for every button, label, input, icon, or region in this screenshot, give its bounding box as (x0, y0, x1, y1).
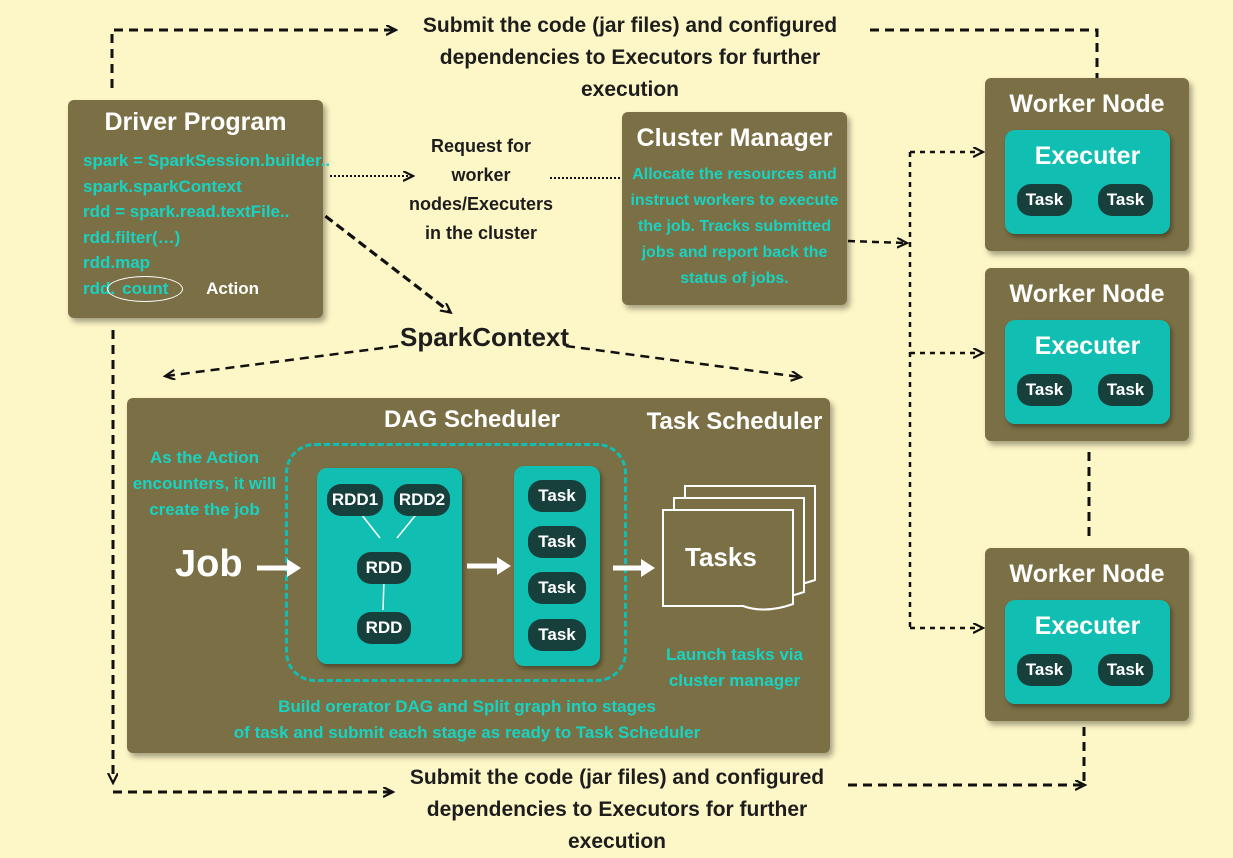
bottom-caption-line2: dependencies to Executors for further ex… (426, 798, 808, 853)
launch-note-line: Launch tasks via (665, 645, 803, 664)
top-caption: Submit the code (jar files) and configur… (395, 10, 865, 106)
code-line: rdd = spark.read.textFile.. (83, 202, 290, 221)
executor-panel: Executer Task Task (1005, 600, 1170, 704)
request-line2: nodes/Executers (408, 194, 554, 214)
rdd-node: RDD (357, 612, 411, 644)
action-note-line: As the Action (150, 448, 259, 467)
cluster-manager-title: Cluster Manager (636, 124, 833, 152)
code-line: rdd.map (83, 253, 151, 272)
tasks-document-icon (662, 485, 816, 611)
rdd-node: RDD2 (394, 484, 450, 516)
cm-desc-line: instruct workers to execute (630, 192, 839, 209)
worker-node-title: Worker Node (1009, 560, 1165, 588)
code-prefix: rdd. (83, 278, 116, 298)
executor-panel: Executer Task Task (1005, 130, 1170, 234)
task-pill: Task (528, 619, 586, 651)
task-pill: Task (1098, 184, 1153, 216)
build-note-line: of task and submit each stage as ready t… (233, 723, 701, 742)
executor-panel: Executer Task Task (1005, 320, 1170, 424)
rdd-graph-panel: RDD1 RDD2 RDD RDD (317, 468, 462, 664)
request-line1: Request for worker (430, 136, 531, 185)
request-line3: in the cluster (424, 223, 538, 243)
code-line-action: rdd.count Action (83, 275, 330, 302)
action-note: As the Action encounters, it will create… (127, 445, 282, 523)
request-label: Request for worker nodes/Executers in th… (400, 132, 562, 248)
action-note-line: encounters, it will (132, 474, 277, 493)
rdd-node: RDD (357, 552, 411, 584)
driver-program-title: Driver Program (104, 108, 287, 136)
top-to-worker-arrow (870, 28, 1099, 78)
executor-title: Executer (1034, 612, 1141, 640)
tasks-document-label: Tasks (685, 542, 757, 572)
job-label: Job (175, 543, 243, 585)
worker-node-title: Worker Node (1009, 90, 1165, 118)
worker-node-2: Worker Node Executer Task Task (985, 268, 1189, 441)
top-submit-arrow (110, 30, 395, 88)
executor-title: Executer (1034, 142, 1141, 170)
task-pill: Task (528, 572, 586, 604)
build-note-line: Build orerator DAG and Split graph into … (278, 697, 656, 716)
top-caption-line1: Submit the code (jar files) and configur… (422, 14, 838, 37)
task-pill: Task (1017, 374, 1072, 406)
cluster-to-workers-arrow (847, 241, 906, 243)
task-pill: Task (1017, 184, 1072, 216)
code-line: spark.sparkContext (83, 176, 242, 196)
build-note: Build orerator DAG and Split graph into … (217, 694, 717, 746)
task-pill: Task (1098, 374, 1153, 406)
worker-node-1: Worker Node Executer Task Task (985, 78, 1189, 251)
cm-desc-line: Allocate the resources and (632, 166, 837, 183)
sparkcontext-left-arrow (166, 344, 399, 376)
dag-dashed-outline (285, 443, 627, 682)
cluster-manager-box: Cluster Manager Allocate the resources a… (622, 112, 847, 305)
action-count-highlight: count (107, 275, 184, 302)
task-scheduler-title: Task Scheduler (646, 408, 823, 435)
code-line: rdd.filter(…) (83, 227, 181, 247)
cm-desc-line: jobs and report back the (641, 244, 828, 261)
task-pill: Task (1098, 654, 1153, 686)
bottom-caption-line1: Submit the code (jar files) and configur… (409, 766, 825, 789)
task-pill: Task (1017, 654, 1072, 686)
action-label: Action (206, 278, 260, 298)
task-stage-panel: Task Task Task Task (514, 466, 600, 666)
task-pill: Task (528, 480, 586, 512)
task-pill: Task (528, 526, 586, 558)
executor-title: Executer (1034, 332, 1141, 360)
launch-note-line: cluster manager (668, 671, 801, 690)
flow-arrows (257, 557, 655, 577)
action-note-line: create the job (149, 500, 260, 519)
cluster-manager-desc: Allocate the resources and instruct work… (622, 162, 847, 292)
bottom-caption: Submit the code (jar files) and configur… (385, 762, 849, 858)
sparkcontext-right-arrow (565, 344, 800, 377)
driver-code: spark = SparkSession.builder.. spark.spa… (83, 148, 330, 302)
launch-note: Launch tasks via cluster manager (657, 642, 812, 694)
top-caption-line2: dependencies to Executors for further ex… (439, 46, 821, 101)
spark-context-label: SparkContext (400, 322, 570, 352)
code-line: spark = SparkSession.builder.. (83, 151, 331, 170)
worker-node-title: Worker Node (1009, 280, 1165, 308)
cm-desc-line: the job. Tracks submitted (638, 218, 831, 235)
scheduler-panel: DAG Scheduler Task Scheduler As the Acti… (127, 398, 830, 753)
rdd-node: RDD1 (327, 484, 383, 516)
worker-node-3: Worker Node Executer Task Task (985, 548, 1189, 721)
driver-program-box: Driver Program spark = SparkSession.buil… (68, 100, 330, 318)
dag-scheduler-title: DAG Scheduler (383, 406, 561, 433)
cm-desc-line: status of jobs. (680, 270, 789, 287)
